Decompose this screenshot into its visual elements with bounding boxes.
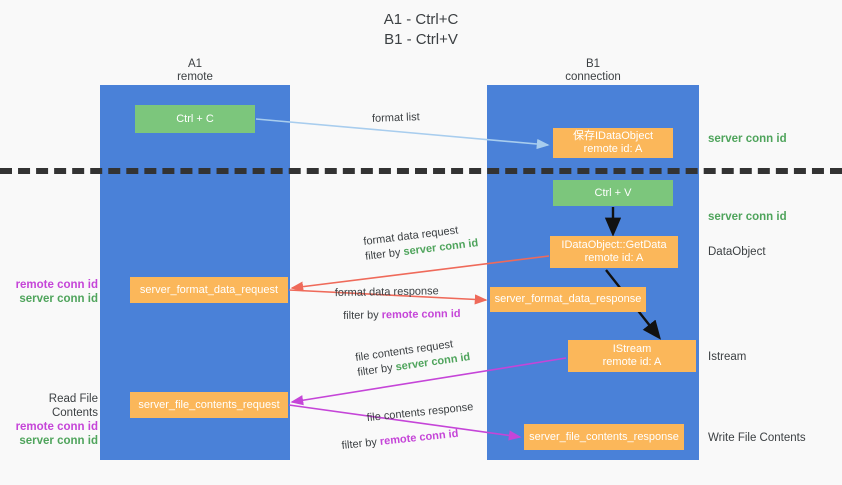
lane-header-a1: A1 remote — [100, 58, 290, 84]
node-ctrl-v-label: Ctrl + V — [594, 186, 632, 199]
connector-format-data-response — [288, 289, 488, 305]
node-file-contents-request-label: server_file_contents_request — [138, 398, 280, 411]
lane-header-b1: B1 connection — [487, 58, 699, 84]
node-idataobject-getdata[interactable]: IDataObject::GetData remote id: A — [550, 236, 678, 268]
annotation-remote-conn-id-2: remote conn id — [15, 421, 98, 433]
annotation-conn-ids-file: Read File Contents remote conn id server… — [8, 392, 98, 448]
node-save-idataobject-line2: remote id: A — [583, 143, 643, 155]
node-ctrl-c[interactable]: Ctrl + C — [135, 105, 255, 133]
node-file-contents-response-label: server_file_contents_response — [529, 430, 679, 443]
annotation-remote-conn-id-1: remote conn id — [15, 279, 98, 291]
node-istream[interactable]: IStream remote id: A — [568, 340, 696, 372]
lane-b1-name: B1 — [585, 58, 601, 70]
node-server-format-data-response[interactable]: server_format_data_response — [490, 287, 646, 312]
label-format-data-response: format data response filter by remote co… — [335, 284, 461, 324]
node-save-idataobject-line1: 保存IDataObject — [572, 130, 654, 142]
node-istream-line1: IStream — [612, 343, 652, 355]
lane-a1-name: A1 — [187, 58, 203, 70]
node-format-data-request-label: server_format_data_request — [139, 283, 279, 296]
node-format-data-response-label: server_format_data_response — [494, 293, 642, 305]
title-line-2: B1 - Ctrl+V — [384, 31, 458, 48]
annotation-server-conn-id-1: server conn id — [19, 293, 98, 305]
connector-file-contents-response — [288, 404, 522, 441]
node-server-file-contents-response[interactable]: server_file_contents_response — [524, 424, 684, 450]
annotation-istream: Istream — [708, 351, 747, 363]
node-getdata-line1: IDataObject::GetData — [561, 239, 667, 251]
annotation-server-conn-id-mid: server conn id — [708, 211, 787, 223]
annotation-read-file-contents: Read File Contents — [48, 393, 98, 419]
label-format-data-response-filter: filter by remote conn id — [343, 307, 461, 322]
node-save-idataobject[interactable]: 保存IDataObject remote id: A — [553, 128, 673, 158]
node-ctrl-v[interactable]: Ctrl + V — [553, 180, 673, 206]
connector-format-list — [255, 118, 550, 150]
annotation-server-conn-id-top: server conn id — [708, 133, 787, 145]
annotation-conn-ids-format: remote conn id server conn id — [8, 278, 98, 306]
connector-file-contents-request — [290, 357, 567, 406]
phase-divider — [0, 168, 842, 174]
page-title: A1 - Ctrl+C B1 - Ctrl+V — [0, 10, 842, 50]
annotation-dataobject: DataObject — [708, 246, 766, 258]
node-ctrl-c-label: Ctrl + C — [176, 112, 214, 125]
connector-format-data-request — [290, 255, 550, 292]
lane-a1-sub: remote — [177, 71, 213, 83]
label-format-list: format list — [371, 111, 420, 125]
node-server-format-data-request[interactable]: server_format_data_request — [130, 277, 288, 303]
annotation-write-file-contents: Write File Contents — [708, 432, 806, 444]
title-line-1: A1 - Ctrl+C — [383, 11, 459, 28]
node-getdata-line2: remote id: A — [584, 252, 644, 264]
node-istream-line2: remote id: A — [602, 356, 662, 368]
lane-b1-sub: connection — [565, 71, 621, 83]
annotation-server-conn-id-2: server conn id — [19, 435, 98, 447]
node-server-file-contents-request[interactable]: server_file_contents_request — [130, 392, 288, 418]
